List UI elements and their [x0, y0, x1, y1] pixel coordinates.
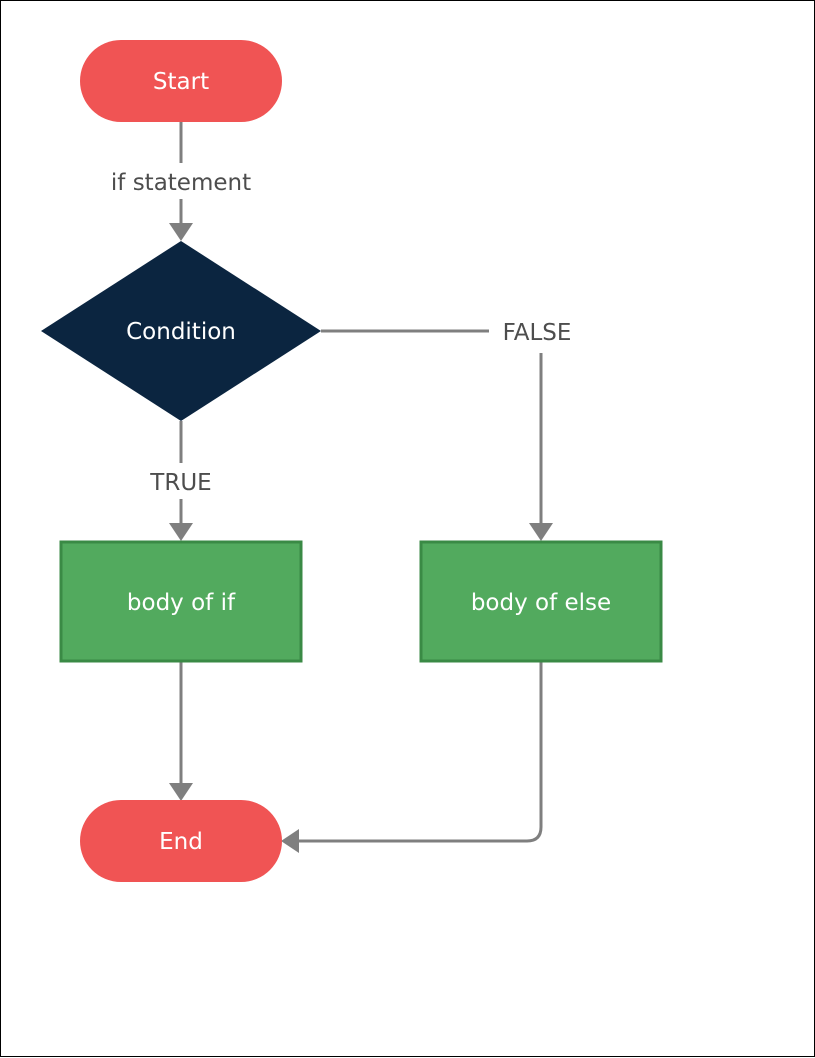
node-start[interactable]: Start: [80, 40, 282, 122]
edge-condition-false: FALSE: [321, 313, 585, 541]
node-body-of-if[interactable]: body of if: [59, 540, 303, 663]
arrow-left-icon: [281, 829, 299, 853]
arrow-down-icon: [169, 523, 193, 541]
edge-start-to-condition: if statement: [99, 121, 263, 241]
node-condition[interactable]: Condition: [41, 241, 321, 421]
edge-label-false: FALSE: [503, 320, 572, 346]
node-end-label: End: [159, 829, 203, 855]
node-end[interactable]: End: [80, 800, 282, 882]
edge-else-to-end: [281, 661, 543, 853]
arrow-down-icon: [169, 223, 193, 241]
node-body-of-if-label: body of if: [127, 590, 236, 616]
edge-label-if-statement: if statement: [111, 170, 251, 196]
arrow-down-icon: [529, 523, 553, 541]
node-condition-label: Condition: [126, 319, 236, 345]
arrow-down-icon: [169, 783, 193, 801]
node-start-label: Start: [153, 69, 209, 95]
node-body-of-else[interactable]: body of else: [419, 540, 663, 663]
edge-if-to-end: [169, 661, 193, 801]
edge-condition-true: TRUE: [141, 421, 221, 541]
edge-label-true: TRUE: [149, 470, 211, 496]
node-body-of-else-label: body of else: [471, 590, 611, 616]
